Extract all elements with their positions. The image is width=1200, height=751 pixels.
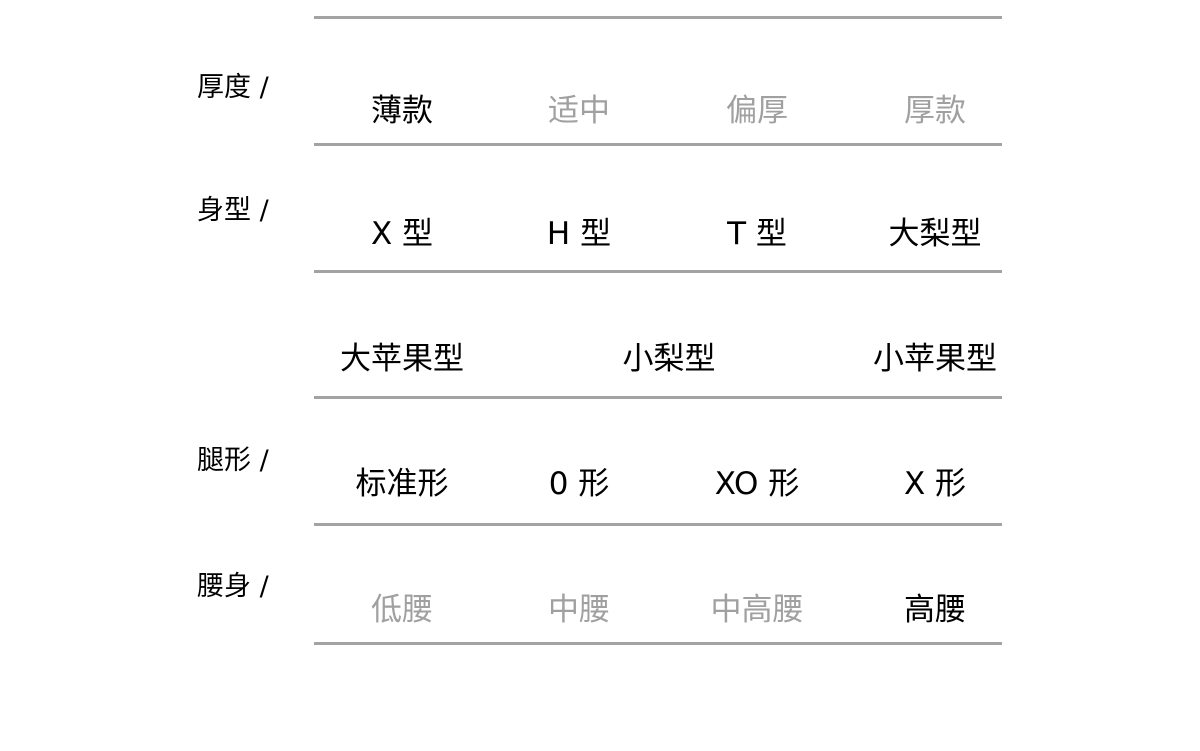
option-small-pear[interactable]: 小梨型: [622, 341, 716, 377]
option-mid-high-waist[interactable]: 中高腰: [710, 592, 804, 628]
option-t-shape[interactable]: T 型: [727, 216, 787, 252]
divider-row-body-type-continued: [314, 396, 1002, 399]
option-high-waist[interactable]: 高腰: [904, 592, 966, 628]
option-small-apple[interactable]: 小苹果型: [873, 341, 997, 377]
option-large-apple[interactable]: 大苹果型: [340, 341, 464, 377]
option-x-shape[interactable]: X 型: [370, 216, 434, 252]
divider-row-body-type: [314, 270, 1002, 273]
row-body-type-continued: 大苹果型 小梨型 小苹果型: [314, 339, 1002, 379]
divider-row-leg-shape: [314, 523, 1002, 526]
divider-row-waist: [314, 642, 1002, 645]
row-thickness: 薄款 适中 偏厚 厚款: [314, 91, 1002, 131]
row-waist: 低腰 中腰 中高腰 高腰: [314, 590, 1002, 630]
option-h-shape[interactable]: H 型: [546, 216, 612, 252]
option-thin[interactable]: 薄款: [371, 93, 433, 129]
row-leg-shape: 标准形 0 形 XO 形 X 形: [314, 464, 1002, 504]
divider-row-thickness: [314, 143, 1002, 146]
label-body-type: 身型 /: [197, 195, 269, 226]
divider-row-length: [314, 16, 1002, 19]
row-length-partial: 适中 中长 长款: [314, 0, 1002, 40]
option-slightly-thick[interactable]: 偏厚: [726, 93, 788, 129]
option-x-leg[interactable]: X 形: [903, 466, 967, 502]
row-body-type: X 型 H 型 T 型 大梨型: [314, 214, 1002, 254]
label-leg-shape: 腿形 /: [197, 445, 269, 476]
option-o-leg[interactable]: 0 形: [548, 466, 610, 502]
label-waist: 腰身 /: [197, 571, 269, 602]
option-mid-waist[interactable]: 中腰: [548, 592, 610, 628]
option-medium-thickness[interactable]: 适中: [548, 93, 610, 129]
option-large-pear[interactable]: 大梨型: [888, 216, 982, 252]
option-thick[interactable]: 厚款: [904, 93, 966, 129]
label-thickness: 厚度 /: [197, 72, 269, 103]
option-xo-leg[interactable]: XO 形: [714, 466, 800, 502]
option-standard-leg[interactable]: 标准形: [355, 466, 449, 502]
option-low-waist[interactable]: 低腰: [371, 592, 433, 628]
